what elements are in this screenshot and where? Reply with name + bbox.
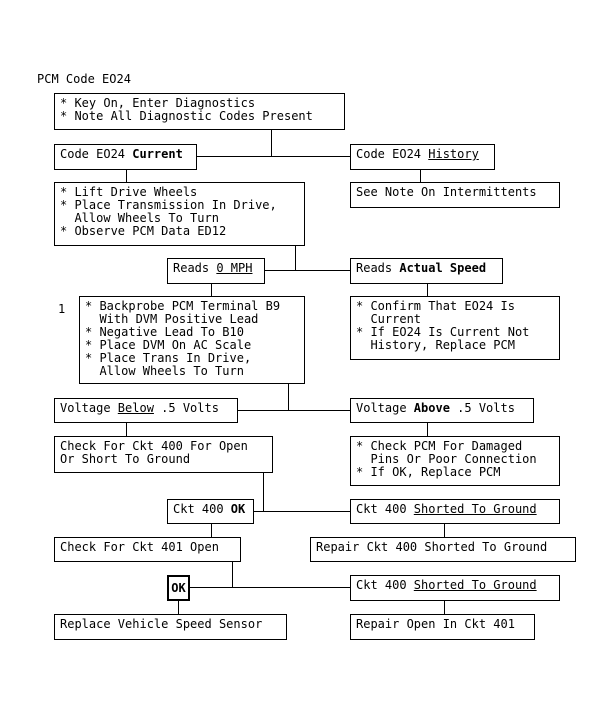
box-line: * Key On, Enter Diagnostics bbox=[60, 96, 256, 110]
code-history-box: Code EO24 History bbox=[350, 144, 495, 170]
box-line: Allow Wheels To Turn bbox=[60, 211, 219, 225]
ckt-400-shorted-box-2: Ckt 400 Shorted To Ground bbox=[350, 575, 560, 601]
box-text: Repair Open In Ckt 401 bbox=[356, 617, 515, 631]
box-text: Ckt 400 bbox=[356, 578, 414, 592]
box-line: Allow Wheels To Turn bbox=[85, 364, 244, 378]
backprobe-box: * Backprobe PCM Terminal B9 With DVM Pos… bbox=[79, 296, 305, 384]
ckt-400-ok-box: Ckt 400 OK bbox=[167, 499, 254, 524]
box-text: Code EO24 bbox=[60, 147, 133, 161]
box-emphasis: Shorted To Ground bbox=[413, 578, 537, 592]
box-text: Voltage bbox=[60, 401, 118, 415]
box-text: See Note On Intermittents bbox=[356, 185, 537, 199]
box-text: Check For Ckt 401 Open bbox=[60, 540, 219, 554]
ckt-400-shorted-box: Ckt 400 Shorted To Ground bbox=[350, 499, 560, 524]
box-line: * If OK, Replace PCM bbox=[356, 465, 501, 479]
box-text: .5 Volts bbox=[153, 401, 219, 415]
box-line: Pins Or Poor Connection bbox=[356, 452, 537, 466]
box-emphasis: Above bbox=[413, 401, 450, 415]
box-emphasis: OK bbox=[230, 502, 246, 516]
box-text: Reads bbox=[173, 261, 217, 275]
box-line: Or Short To Ground bbox=[60, 452, 191, 466]
box-emphasis: Current bbox=[132, 147, 183, 161]
box-text: .5 Volts bbox=[449, 401, 515, 415]
box-emphasis: Below bbox=[117, 401, 154, 415]
box-emphasis: Actual Speed bbox=[399, 261, 487, 275]
lift-wheels-box: * Lift Drive Wheels * Place Transmission… bbox=[54, 182, 305, 246]
box-line: * Lift Drive Wheels bbox=[60, 185, 198, 199]
box-line: * Confirm That EO24 Is bbox=[356, 299, 515, 313]
box-line: * Negative Lead To B10 bbox=[85, 325, 244, 339]
ok-box: OK bbox=[167, 575, 190, 601]
box-emphasis: Shorted To Ground bbox=[413, 502, 537, 516]
code-current-box: Code EO24 Current bbox=[54, 144, 197, 170]
reads-actual-speed-box: Reads Actual Speed bbox=[350, 258, 503, 284]
box-line: * Note All Diagnostic Codes Present bbox=[60, 109, 313, 123]
box-text: Voltage bbox=[356, 401, 414, 415]
box-text: Reads bbox=[356, 261, 400, 275]
box-line: * Check PCM For Damaged bbox=[356, 439, 523, 453]
box-line: * Observe PCM Data ED12 bbox=[60, 224, 227, 238]
step-number: 1 bbox=[58, 302, 66, 316]
box-line: * If EO24 Is Current Not bbox=[356, 325, 530, 339]
box-line: Current bbox=[356, 312, 422, 326]
page-title: PCM Code EO24 bbox=[37, 72, 131, 86]
check-ckt-401-box: Check For Ckt 401 Open bbox=[54, 537, 241, 562]
see-note-box: See Note On Intermittents bbox=[350, 182, 560, 208]
reads-0-mph-box: Reads 0 MPH bbox=[167, 258, 265, 284]
confirm-box: * Confirm That EO24 Is Current * If EO24… bbox=[350, 296, 560, 360]
box-line: * Place Transmission In Drive, bbox=[60, 198, 277, 212]
box-line: With DVM Positive Lead bbox=[85, 312, 259, 326]
box-text: Replace Vehicle Speed Sensor bbox=[60, 617, 263, 631]
repair-ckt-400-box: Repair Ckt 400 Shorted To Ground bbox=[310, 537, 576, 562]
box-text: Repair Ckt 400 Shorted To Ground bbox=[316, 540, 548, 554]
box-line: Check For Ckt 400 For Open bbox=[60, 439, 248, 453]
repair-ckt-401-box: Repair Open In Ckt 401 bbox=[350, 614, 535, 640]
box-emphasis: 0 MPH bbox=[216, 261, 253, 275]
box-text: Ckt 400 bbox=[173, 502, 231, 516]
box-emphasis: History bbox=[428, 147, 479, 161]
replace-vss-box: Replace Vehicle Speed Sensor bbox=[54, 614, 287, 640]
box-line: * Place Trans In Drive, bbox=[85, 351, 252, 365]
box-text: OK bbox=[171, 581, 186, 595]
voltage-below-box: Voltage Below .5 Volts bbox=[54, 398, 238, 423]
key-on-box: * Key On, Enter Diagnostics * Note All D… bbox=[54, 93, 345, 130]
voltage-above-box: Voltage Above .5 Volts bbox=[350, 398, 534, 423]
box-text: Code EO24 bbox=[356, 147, 429, 161]
box-line: * Backprobe PCM Terminal B9 bbox=[85, 299, 281, 313]
check-ckt-400-box: Check For Ckt 400 For Open Or Short To G… bbox=[54, 436, 273, 473]
check-pcm-box: * Check PCM For Damaged Pins Or Poor Con… bbox=[350, 436, 560, 486]
box-text: Ckt 400 bbox=[356, 502, 414, 516]
box-line: * Place DVM On AC Scale bbox=[85, 338, 252, 352]
box-line: History, Replace PCM bbox=[356, 338, 515, 352]
